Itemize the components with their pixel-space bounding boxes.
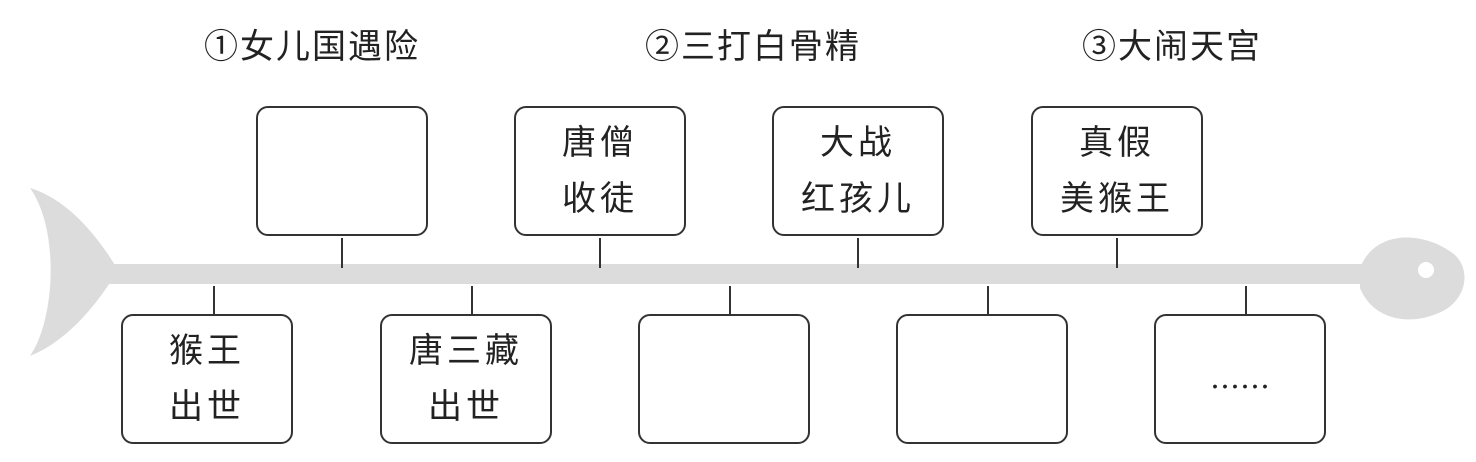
fish-spine [100,264,1390,284]
bottom-box-tang-san-zang-chu-shi: 唐三藏 出世 [380,314,552,444]
bottom-box-ellipsis: …… [1154,314,1326,444]
bottom-box-blank-2[interactable] [896,314,1068,444]
top-tick-1 [341,238,343,268]
fish-tail [30,188,118,356]
top-tick-3 [857,238,859,268]
bottom-tick-3 [729,286,731,316]
top-box-4-line-2: 美猴王 [1060,179,1174,219]
bottom-tick-5 [1245,286,1247,316]
top-box-blank[interactable] [256,106,428,236]
bottom-box-1-line-1: 猴王 [169,331,245,371]
top-box-3-line-1: 大战 [820,123,896,163]
bottom-box-1-line-2: 出世 [169,387,245,427]
bottom-tick-2 [471,286,473,316]
top-box-2-line-2: 收徒 [562,179,638,219]
bottom-box-hou-wang-chu-shi: 猴王 出世 [121,314,293,444]
top-box-tang-seng-shou-tu: 唐僧 收徒 [514,106,686,236]
top-box-4-line-1: 真假 [1079,123,1155,163]
bottom-tick-1 [213,286,215,316]
option-2-label: ②三打白骨精 [645,27,861,67]
top-tick-4 [1116,238,1118,268]
top-box-da-zhan-hong-hai-er: 大战 红孩儿 [772,106,944,236]
bottom-box-blank-1[interactable] [638,314,810,444]
option-3-label: ③大闹天宫 [1082,27,1262,67]
fish-head [1360,237,1465,320]
bottom-box-5-line-1: …… [1210,361,1270,396]
fish-eye [1418,262,1434,278]
top-box-2-line-1: 唐僧 [562,123,638,163]
option-1-label: ①女儿国遇险 [204,27,420,67]
top-tick-2 [599,238,601,268]
top-box-3-line-2: 红孩儿 [801,179,915,219]
bottom-box-2-line-2: 出世 [428,387,504,427]
top-box-zhen-jia-mei-hou-wang: 真假 美猴王 [1031,106,1203,236]
bottom-tick-4 [987,286,989,316]
bottom-box-2-line-1: 唐三藏 [409,331,523,371]
